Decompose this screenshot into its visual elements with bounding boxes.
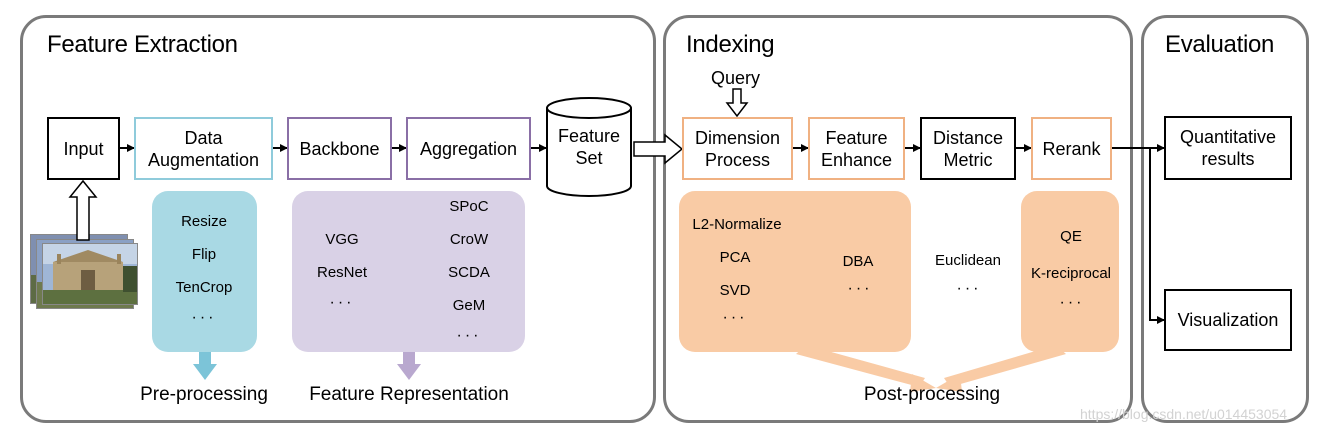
visualization-node: Visualization (1164, 289, 1292, 351)
dimension-process-label: Dimension Process (695, 127, 780, 171)
method-flip: Flip (191, 246, 217, 263)
rerank-label: Rerank (1042, 138, 1101, 159)
feature-enhance-node: Feature Enhance (808, 117, 905, 180)
quantitative-results-line-1: Quantitative (1179, 127, 1277, 147)
feature-enhance-line-2: Enhance (820, 149, 893, 170)
method-gem: GeM (452, 297, 486, 314)
feature-extraction-title: Feature Extraction (47, 31, 238, 58)
hollow-arrow-image-to-input (68, 179, 98, 241)
dimension-process-line-1: Dimension (694, 127, 781, 148)
distance-more: ··· (956, 280, 982, 297)
dimension-enhance-methods-pad (679, 191, 911, 352)
dimension-process-line-2: Process (704, 149, 770, 170)
representation-down-arrow (397, 352, 421, 380)
aggregation-node: Aggregation (406, 117, 531, 180)
method-crow: CroW (449, 231, 489, 248)
method-qe: QE (1060, 228, 1082, 245)
method-euclidean: Euclidean (935, 252, 1001, 269)
feature-set-label: Feature Set (547, 125, 631, 169)
method-spoc: SPoC (449, 198, 489, 215)
distance-metric-line-1: Distance (932, 127, 1004, 148)
method-resnet: ResNet (316, 264, 368, 281)
method-dba: DBA (842, 253, 874, 270)
method-vgg: VGG (325, 231, 359, 248)
feature-representation-caption: Feature Representation (309, 384, 509, 405)
rerank-methods-pad (1021, 191, 1119, 352)
feature-set-line-1: Feature (557, 126, 621, 146)
watermark: https://blog.csdn.net/u014453054 (1080, 406, 1288, 422)
distance-metric-label: Distance Metric (933, 127, 1003, 171)
preprocessing-caption: Pre-processing (140, 384, 268, 405)
hollow-arrow-query-down (725, 88, 749, 118)
distance-metric-line-2: Metric (943, 149, 993, 170)
aggregation-label: Aggregation (419, 138, 518, 159)
hollow-arrow-featureset-to-indexing (633, 133, 684, 165)
indexing-title: Indexing (686, 31, 775, 58)
distance-metric-node: Distance Metric (920, 117, 1016, 180)
rerank-more: ··· (1059, 294, 1085, 311)
feature-set-line-2: Set (575, 148, 603, 168)
input-node: Input (47, 117, 120, 180)
preprocessing-down-arrow (193, 352, 217, 380)
arrow-rerank-to-visualization (1149, 148, 1165, 324)
evaluation-title: Evaluation (1165, 31, 1275, 58)
method-l2-normalize: L2-Normalize (692, 216, 782, 233)
method-scda: SCDA (448, 264, 490, 281)
input-image (42, 243, 138, 305)
postprocessing-converge-arrows (796, 345, 1066, 392)
data-augmentation-line-2: Augmentation (147, 149, 260, 170)
quantitative-results-label: Quantitative results (1180, 126, 1276, 170)
query-label: Query (711, 68, 761, 88)
input-label: Input (63, 138, 104, 159)
evaluation-panel: Evaluation (1141, 15, 1309, 423)
feature-set-cylinder (546, 97, 632, 197)
feature-representation-methods-pad (292, 191, 525, 352)
method-resize: Resize (181, 213, 227, 230)
dimension-more: ··· (722, 309, 748, 326)
aggregation-more: ··· (456, 327, 482, 344)
rerank-node: Rerank (1031, 117, 1112, 180)
preprocessing-methods-pad (152, 191, 257, 352)
data-augmentation-node: Data Augmentation (134, 117, 273, 180)
postprocessing-caption: Post-processing (863, 384, 1001, 405)
quantitative-results-node: Quantitative results (1164, 116, 1292, 180)
backbone-node: Backbone (287, 117, 392, 180)
dimension-process-node: Dimension Process (682, 117, 793, 180)
feature-enhance-label: Feature Enhance (821, 127, 892, 171)
preprocessing-more: ··· (191, 309, 217, 326)
method-tencrop: TenCrop (175, 279, 233, 296)
backbone-label: Backbone (299, 138, 380, 159)
method-svd: SVD (719, 282, 751, 299)
visualization-label: Visualization (1177, 310, 1279, 330)
enhance-more: ··· (847, 280, 873, 297)
method-k-reciprocal: K-reciprocal (1030, 265, 1112, 282)
quantitative-results-line-2: results (1201, 149, 1255, 169)
feature-enhance-line-1: Feature (825, 127, 888, 148)
method-pca: PCA (719, 249, 751, 266)
data-augmentation-line-1: Data (184, 127, 223, 148)
backbone-more: ··· (329, 294, 355, 311)
data-augmentation-label: Data Augmentation (148, 127, 259, 171)
